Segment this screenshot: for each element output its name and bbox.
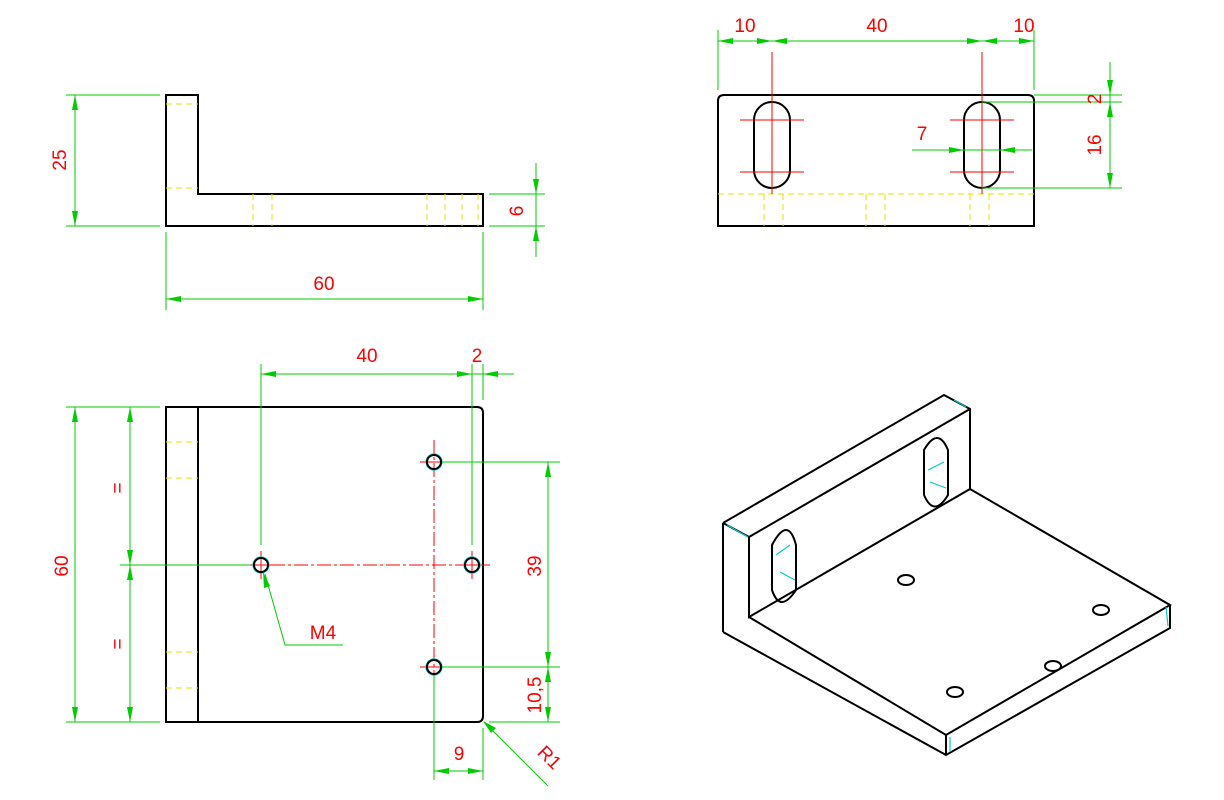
top-view-center-lines (247, 440, 490, 685)
dim-side-slot-spacing-text: 40 (866, 16, 887, 37)
top-view-holes (252, 453, 481, 676)
dim-side-slot-length-text: 16 (1085, 134, 1106, 155)
dim-front-height-text: 25 (50, 149, 71, 170)
dim-top-view-width: 60 = = (52, 406, 250, 723)
leader-radius-text: R1 (533, 742, 565, 774)
dim-front-length-text: 60 (313, 274, 334, 295)
dim-top-view-edge-offset-text: 2 (472, 346, 483, 367)
dim-front-thickness-text: 6 (507, 206, 528, 217)
front-view-hidden-lines (166, 103, 479, 226)
dim-top-view-hole-spacing-text: 40 (356, 346, 377, 367)
leader-thread: M4 (263, 572, 343, 646)
dim-side-slot-width: 7 (912, 124, 1032, 153)
dim-side-edge-right-text: 10 (1013, 16, 1034, 37)
top-view-hidden-lines (166, 441, 198, 689)
front-view-outline (165, 94, 484, 227)
dim-side-top-chain: 10 40 10 (717, 16, 1035, 90)
leader-radius: R1 (483, 721, 565, 787)
dim-top-view-hole-spacing: 40 2 (260, 346, 514, 545)
dim-top-view-width-text: 60 (52, 555, 73, 576)
dim-front-thickness: 6 (489, 163, 545, 257)
dim-top-view-equal-upper: = (108, 482, 129, 493)
side-view-center-marks (740, 52, 1014, 194)
dim-side-top-offset-text: 2 (1085, 94, 1106, 105)
side-view-hidden-lines (718, 193, 1034, 226)
dim-side-right: 2 16 (982, 62, 1122, 189)
dim-side-edge-left-text: 10 (734, 16, 755, 37)
dim-front-height: 25 (50, 94, 160, 227)
top-view: 40 2 60 = = (52, 346, 565, 787)
front-view: 25 60 6 (50, 94, 545, 310)
dim-side-slot-width-text: 7 (917, 124, 928, 145)
dim-top-view-right-offset-text: 9 (454, 744, 465, 765)
dim-top-view-bottom-offset-text: 10,5 (525, 677, 546, 714)
dim-top-view-right-offset: 9 (433, 676, 484, 780)
leader-thread-text: M4 (310, 623, 337, 644)
side-view: 10 40 10 2 16 7 (717, 16, 1122, 227)
isometric-view (722, 393, 1172, 757)
dim-top-view-right: 39 10,5 (442, 461, 560, 723)
dim-top-view-hole-pitch-text: 39 (525, 555, 546, 576)
dim-top-view-equal-lower: = (108, 638, 129, 649)
dim-front-length: 60 (165, 232, 484, 310)
side-view-outline (717, 94, 1035, 227)
